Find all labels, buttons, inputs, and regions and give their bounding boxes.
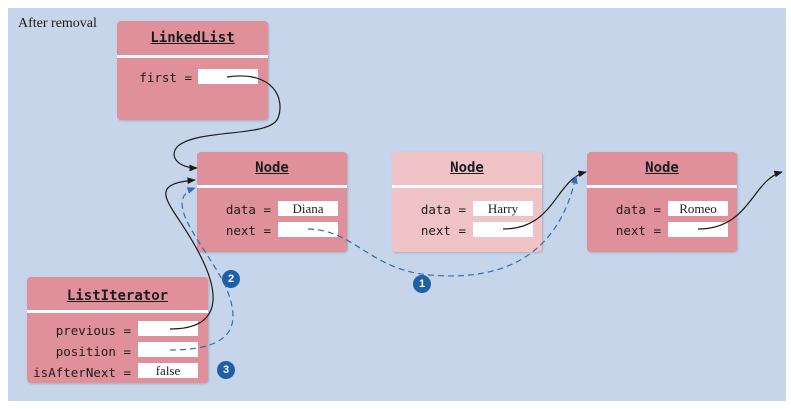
harry-next-arrow <box>502 170 587 230</box>
node-romeo: Node data = Romeo next = <box>587 152 737 252</box>
data-field: Diana <box>278 201 338 216</box>
data-field: Romeo <box>668 201 728 216</box>
previous-pointer-arrow <box>165 177 214 330</box>
node-title: Node <box>645 160 679 176</box>
linked-list-object: LinkedList first = <box>117 21 268 120</box>
previous-label: previous = <box>55 323 131 338</box>
node-separator <box>587 185 737 188</box>
is-after-next-field: false <box>138 363 198 378</box>
step-badge-2: 2 <box>222 270 240 288</box>
list-iterator-title: ListIterator <box>66 288 169 304</box>
data-label: data = <box>225 202 271 217</box>
data-label: data = <box>615 202 661 217</box>
node-diana: Node data = Diana next = <box>197 152 347 252</box>
linked-list-title: LinkedList <box>150 30 235 46</box>
list-iterator-object: ListIterator previous = position = isAft… <box>27 277 208 383</box>
position-label: position = <box>55 344 131 359</box>
position-pointer-arrow <box>169 187 234 351</box>
node-harry: Node data = Harry next = <box>392 152 542 252</box>
step-badge-1: 1 <box>413 275 431 293</box>
diagram-caption: After removal <box>18 16 97 31</box>
step-badge-3: 3 <box>217 361 235 379</box>
data-field: Harry <box>473 201 533 216</box>
is-after-next-label: isAfterNext = <box>33 365 131 380</box>
romeo-next-arrow <box>697 170 783 230</box>
node-title: Node <box>255 160 289 176</box>
data-label: data = <box>420 202 466 217</box>
position-field <box>138 342 198 357</box>
previous-field <box>138 321 198 336</box>
next-label: next = <box>615 223 661 238</box>
node-separator <box>197 185 347 188</box>
next-label: next = <box>420 223 466 238</box>
next-label: next = <box>225 223 271 238</box>
list-iterator-separator <box>27 310 208 313</box>
diana-next-dashed-arrow <box>307 175 578 277</box>
node-title: Node <box>450 160 484 176</box>
node-separator <box>392 185 542 188</box>
linked-list-separator <box>117 55 268 58</box>
first-label: first = <box>139 70 192 85</box>
first-pointer-arrow <box>173 75 281 172</box>
